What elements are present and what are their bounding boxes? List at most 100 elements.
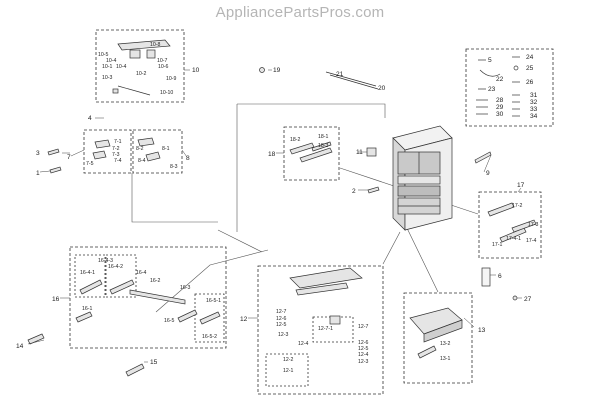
part-7-5 [92,150,107,160]
group-box-hardware [465,48,554,127]
connector-top [237,103,386,118]
label-17-2: 17-2 [512,203,522,209]
part-11 [366,147,377,157]
part-13-1 [417,345,437,359]
part-10-2 [129,49,141,59]
label-3: 3 [36,150,40,157]
label-9: 9 [486,170,490,177]
connector-78 [131,173,218,223]
label-16-5-1: 16-5-1 [206,298,221,304]
label-34: 34 [530,113,538,120]
label-16-4-3: 16-4-3 [98,258,113,264]
part-10-8 [117,39,171,51]
part-8-2 [137,137,155,147]
label-7: 7 [67,154,71,161]
label-12-7-a: 12-7 [276,309,286,315]
label-10-4-a: 10-4 [106,58,116,64]
group-boxes [69,29,554,395]
wire-22-icon [479,69,501,77]
label-12-5: 12-5 [276,322,286,328]
label-10-2: 10-2 [136,71,146,77]
group-box-8 [132,129,183,174]
watermark: AppliancePartsPros.com [215,4,385,21]
group-box-12 [257,265,384,395]
label-8-4: 8-4 [138,158,146,164]
part-2 [367,186,380,194]
label-18-1: 18-1 [318,134,328,140]
label-10-5: 10-5 [98,52,108,58]
label-29: 29 [496,104,504,111]
connector-16b [155,249,269,313]
part-17-3 [511,219,537,233]
part-18-1 [311,141,332,152]
part-16-3 [129,289,186,305]
part-6 [481,267,491,287]
label-17-3: 17-3 [528,222,538,228]
part-27 [512,295,518,301]
part-16-5-1-rail [199,311,221,325]
label-11: 11 [356,149,363,156]
label-13: 13 [478,327,486,334]
label-16-1: 16-1 [82,306,92,312]
label-25: 25 [526,65,534,72]
label-8-1: 8-1 [162,146,170,152]
label-5: 5 [488,57,492,64]
part-shapes [27,39,537,377]
label-16: 16 [52,296,60,303]
label-20: 20 [378,85,386,92]
part-10-6 [146,49,156,59]
label-10-10: 10-10 [160,90,173,96]
part-7-1 [94,139,111,149]
label-22: 22 [496,76,504,83]
part-17-2 [487,202,515,217]
connector-lines [131,103,479,313]
label-12-4-b: 12-4 [358,352,368,358]
label-18-2: 18-2 [290,137,300,143]
leader-8 [181,149,188,158]
label-26: 26 [526,79,534,86]
label-8: 8 [186,155,190,162]
washer-25-icon [513,65,519,71]
label-10-4-b: 10-4 [116,64,126,70]
part-16-1 [75,311,93,323]
group-box-18 [283,126,340,181]
label-8-2: 8-2 [136,146,144,152]
label-17-4: 17-4 [526,238,536,244]
refrigerator-body [392,125,453,231]
label-13-2: 13-2 [440,341,450,347]
label-17: 17 [517,182,525,189]
sub-box-16-5-1 [194,293,225,343]
connector-16 [217,229,263,253]
label-12-6-a: 12-6 [276,316,286,322]
leader-1 [39,170,51,173]
label-10-3: 10-3 [102,75,112,81]
label-16-4-2: 16-4-2 [108,264,123,270]
label-12-7-1: 12-7-1 [318,326,333,332]
label-10: 10 [192,67,200,74]
part-20 [329,74,379,90]
label-12-3-a: 12-3 [278,332,288,338]
label-8-3: 8-3 [170,164,178,170]
label-7-5: 7-5 [86,161,94,167]
callout-labels: 3 1 4 7 8 10 19 20 21 18 11 2 9 17 6 27 … [16,42,538,374]
part-3 [47,148,60,156]
group-box-17 [478,191,542,259]
label-7-2: 7-2 [112,146,120,152]
label-14: 14 [16,343,24,350]
label-19: 19 [273,67,281,74]
leader-9 [483,154,492,173]
part-1 [49,166,62,174]
hardware-icons [476,56,520,117]
group-box-16 [69,246,227,349]
label-23: 23 [488,86,496,93]
label-24: 24 [526,54,534,61]
part-19 [259,67,265,73]
connector-13 [404,223,439,293]
label-16-5: 16-5 [164,318,174,324]
label-7-4: 7-4 [114,158,122,164]
connector-12 [382,231,401,265]
label-10-9: 10-9 [166,76,176,82]
leader-13 [463,317,475,328]
label-12-5-b: 12-5 [358,346,368,352]
